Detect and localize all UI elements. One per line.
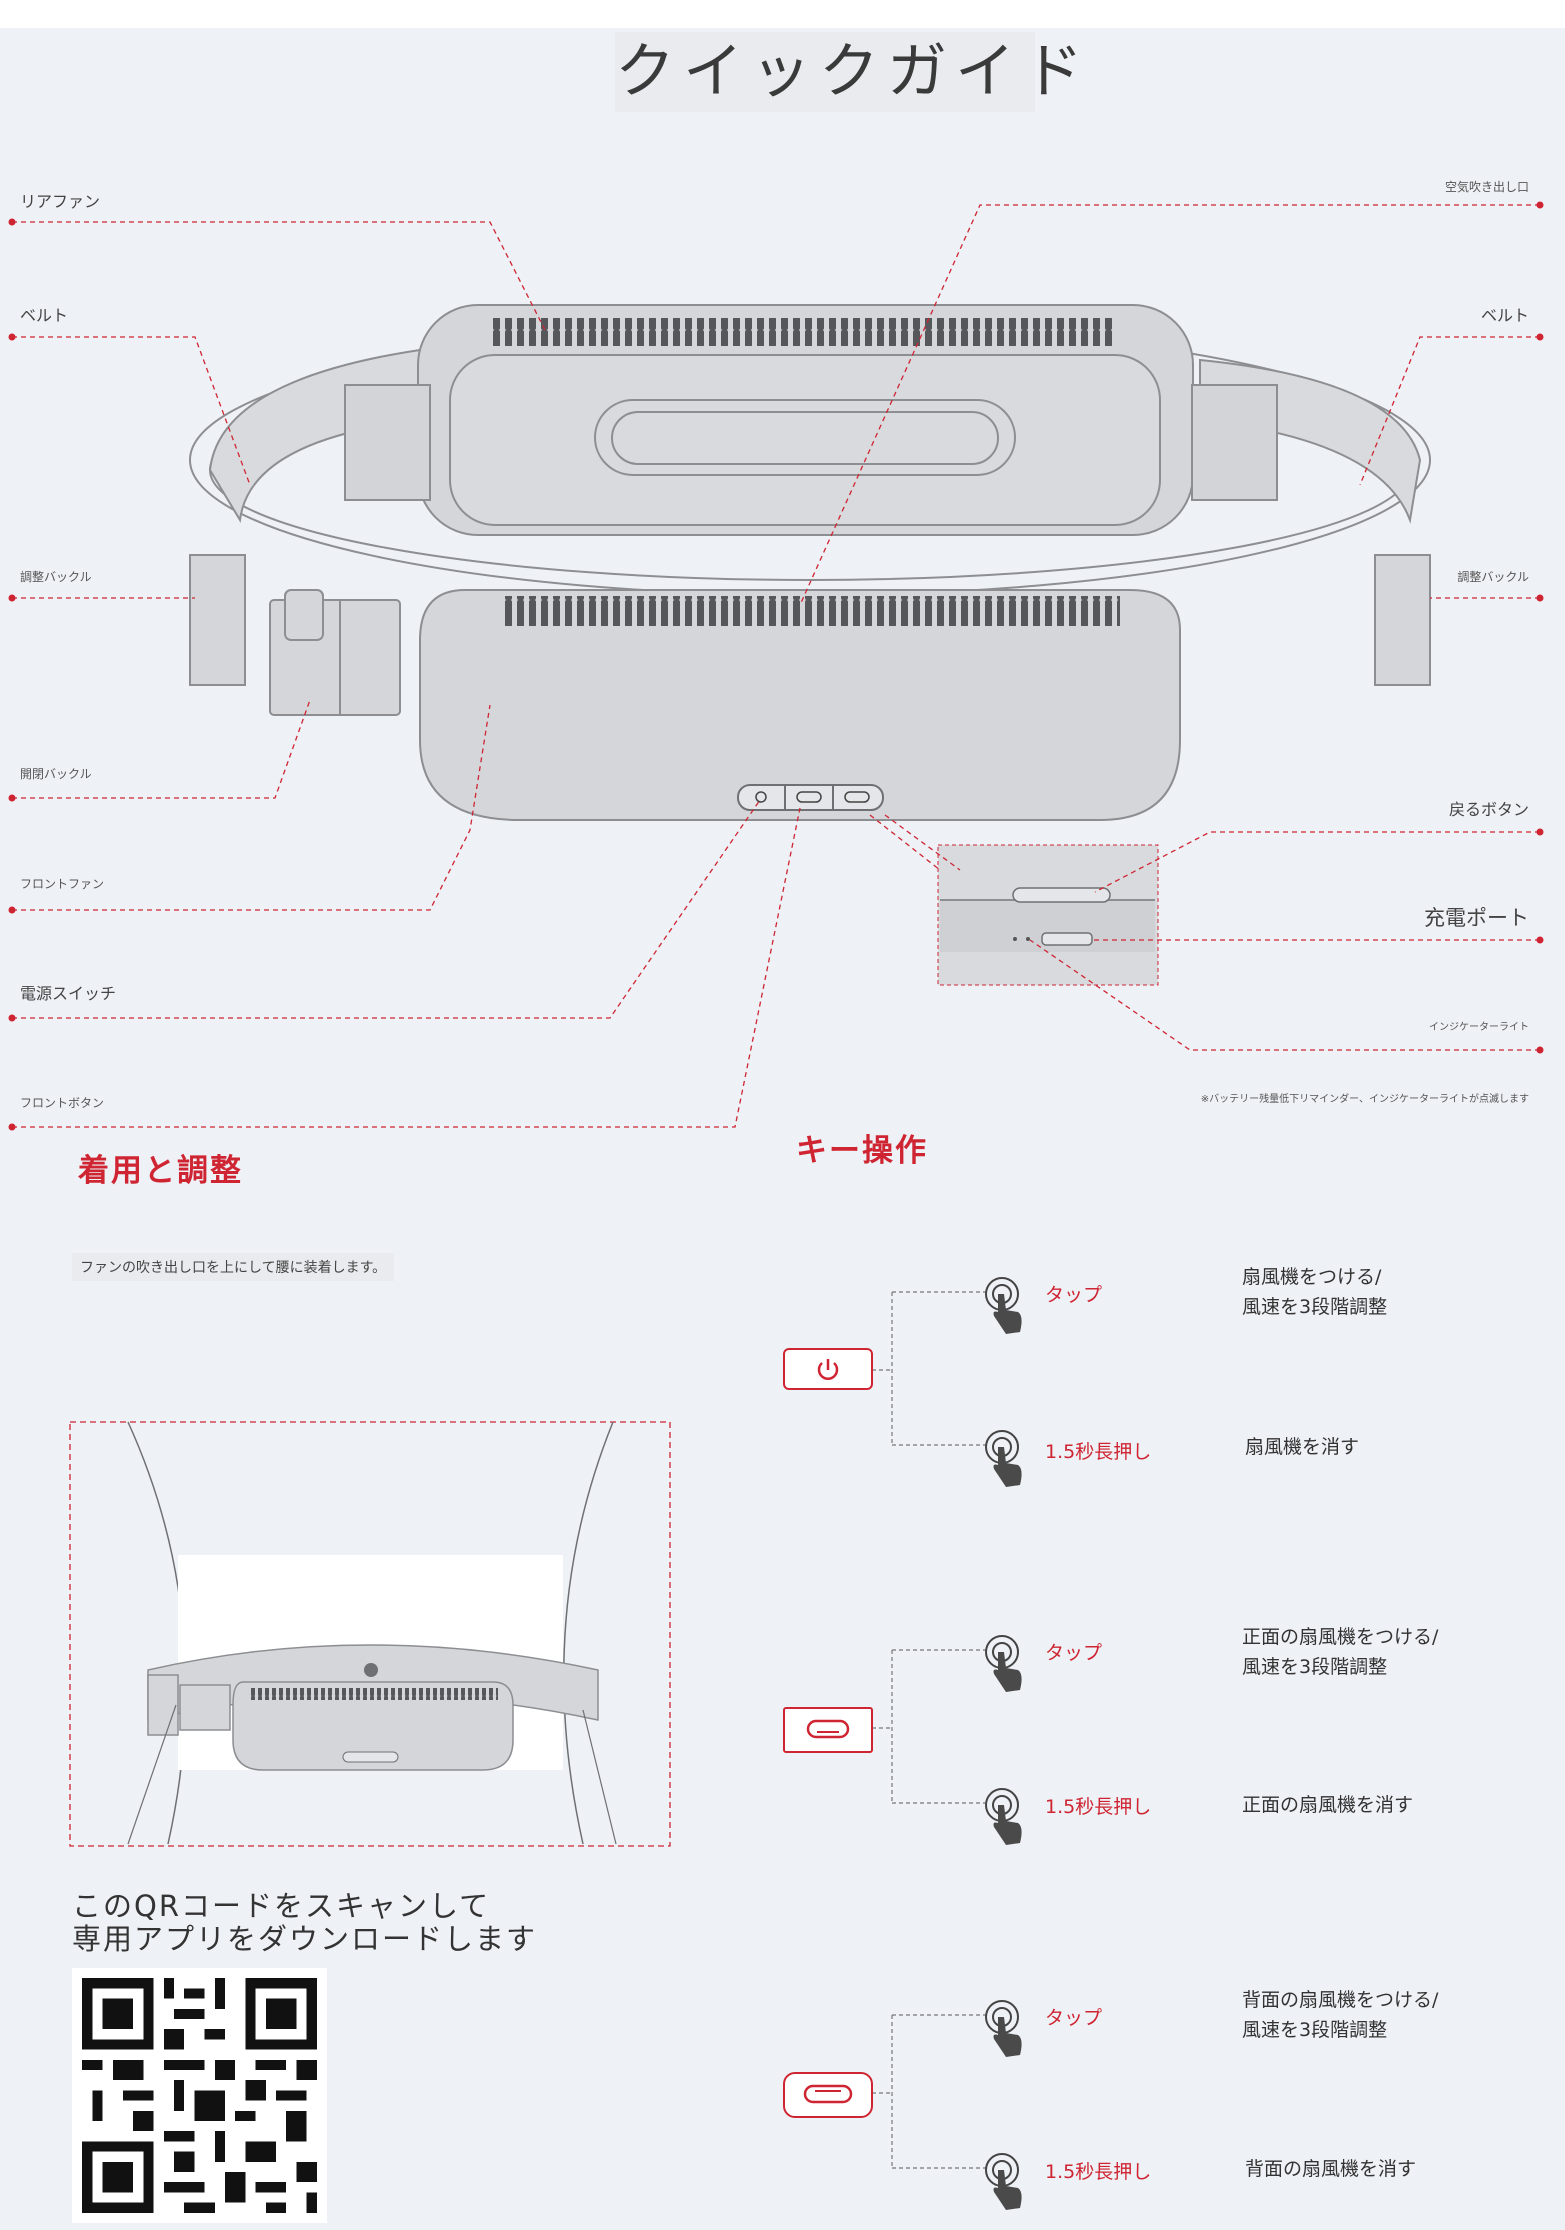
front-fan-unit bbox=[419, 589, 1181, 821]
section-title-keys: キー操作 bbox=[796, 1133, 928, 1169]
group1-hold-desc: 扇風機を消す bbox=[1245, 1436, 1360, 1458]
group1-hold-label: 1.5秒長押し bbox=[1045, 1441, 1152, 1463]
section-title-wearing: 着用と調整 bbox=[78, 1153, 243, 1189]
group3-hold-label: 1.5秒長押し bbox=[1045, 2161, 1152, 2183]
label-air-outlet: 空気吹き出し口 bbox=[1444, 180, 1529, 194]
label-front-fan: フロントファン bbox=[20, 877, 105, 891]
power-key-button[interactable] bbox=[783, 1348, 873, 1390]
label-charge-port: 充電ポート bbox=[1424, 906, 1529, 930]
qr-code[interactable] bbox=[72, 1968, 327, 2223]
group3-hold-desc: 背面の扇風機を消す bbox=[1245, 2158, 1417, 2180]
tap-hand-icon bbox=[985, 2000, 1022, 2057]
label-back-button: 戻るボタン bbox=[1448, 800, 1529, 819]
hold-hand-icon bbox=[985, 1430, 1022, 1487]
group3-tap-label: タップ bbox=[1045, 2007, 1103, 2029]
hold-hand-icon bbox=[985, 2153, 1022, 2210]
key-connectors bbox=[872, 1291, 990, 2169]
group2-hold-desc: 正面の扇風機を消す bbox=[1242, 1794, 1414, 1816]
group2-tap-desc: 正面の扇風機をつける/ 風速を3段階調整 bbox=[1242, 1626, 1439, 1678]
adjust-buckle-left-shape bbox=[189, 554, 246, 686]
label-belt-right: ベルト bbox=[1480, 306, 1529, 325]
label-indicator-light: インジケーターライト bbox=[1429, 1022, 1529, 1033]
page-title: クイックガイド bbox=[615, 32, 1083, 112]
front-fan-icon bbox=[806, 1719, 850, 1739]
device-diagram bbox=[8, 201, 1544, 1131]
label-release-buckle: 開閉バックル bbox=[20, 767, 92, 781]
label-adjust-buckle-right: 調整バックル bbox=[1457, 570, 1529, 584]
label-adjust-buckle-left: 調整バックル bbox=[20, 570, 92, 584]
power-icon bbox=[817, 1359, 839, 1380]
group1-tap-label: タップ bbox=[1045, 1284, 1103, 1306]
rear-fan-icon bbox=[803, 2084, 853, 2104]
tap-hand-icon bbox=[985, 1635, 1022, 1692]
tap-hand-icon bbox=[985, 1277, 1022, 1334]
label-rear-fan: リアファン bbox=[20, 192, 101, 211]
battery-note: ※バッテリー残量低下リマインダー、インジケーターライトが点滅します bbox=[1200, 1094, 1529, 1105]
hold-hand-icon bbox=[985, 1788, 1022, 1845]
label-belt-left: ベルト bbox=[20, 306, 69, 325]
group2-tap-label: タップ bbox=[1045, 1642, 1103, 1664]
adjust-buckle-right-shape bbox=[1374, 554, 1431, 686]
group1-tap-desc: 扇風機をつける/ 風速を3段階調整 bbox=[1242, 1266, 1388, 1318]
group3-tap-desc: 背面の扇風機をつける/ 風速を3段階調整 bbox=[1242, 1989, 1439, 2041]
wearing-illustration bbox=[69, 1421, 671, 1847]
rear-vents bbox=[492, 318, 1117, 346]
qr-instruction-text: このQRコードをスキャンして 専用アプリをダウンロードします bbox=[72, 1889, 538, 1956]
wearing-note: ファンの吹き出し口を上にして腰に装着します。 bbox=[72, 1253, 395, 1281]
label-power-switch: 電源スイッチ bbox=[20, 984, 117, 1003]
group2-hold-label: 1.5秒長押し bbox=[1045, 1796, 1152, 1818]
front-vents bbox=[500, 596, 1120, 626]
label-front-button: フロントボタン bbox=[20, 1096, 105, 1110]
rear-fan-key-button[interactable] bbox=[783, 2072, 873, 2118]
front-fan-key-button[interactable] bbox=[783, 1707, 873, 1753]
